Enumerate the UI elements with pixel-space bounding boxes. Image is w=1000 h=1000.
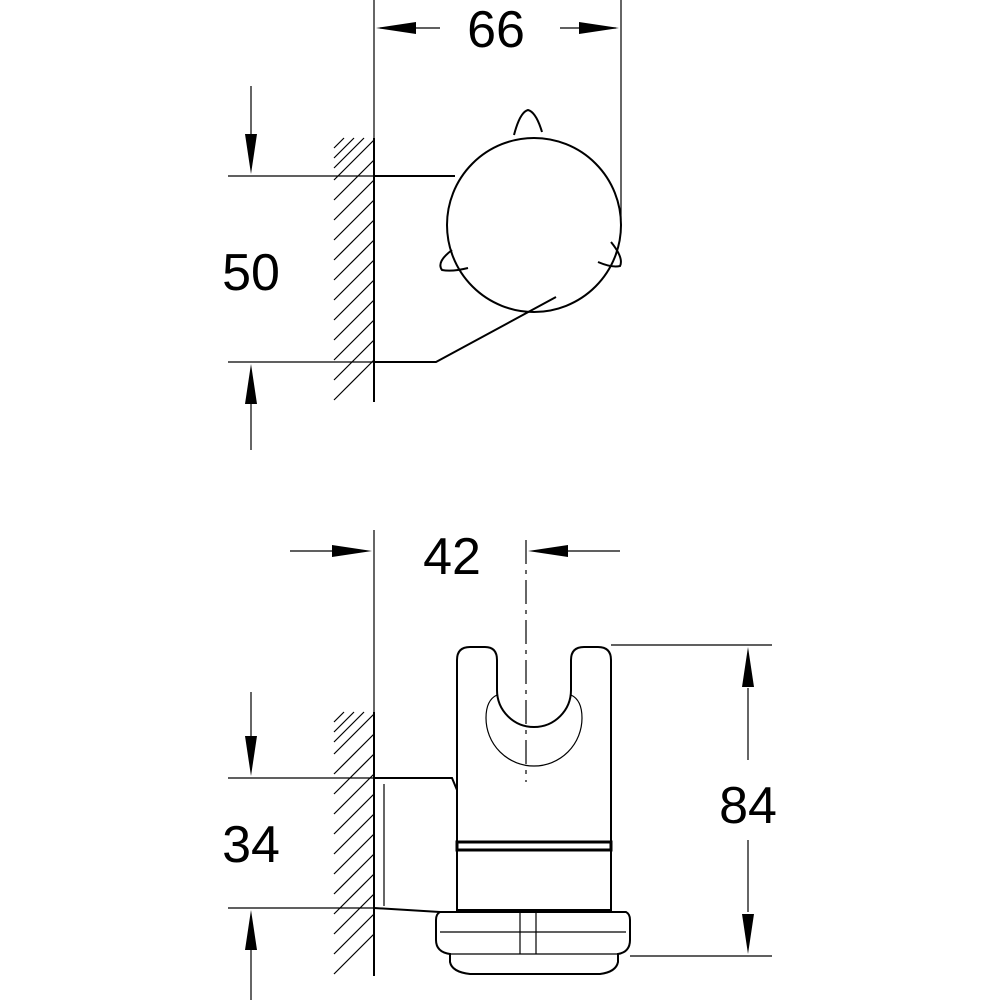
dim-42: 42 bbox=[290, 528, 620, 712]
front-band bbox=[455, 840, 613, 852]
dim-50-label: 50 bbox=[222, 244, 280, 302]
front-view: 42 34 84 bbox=[222, 528, 777, 1000]
top-head-lug-right bbox=[597, 241, 622, 268]
dim-66-label: 66 bbox=[467, 1, 525, 59]
top-view: 66 50 bbox=[222, 0, 622, 450]
dim-42-label: 42 bbox=[423, 528, 481, 586]
front-wall-hatch bbox=[333, 711, 375, 975]
top-head-lug-top bbox=[513, 108, 543, 136]
dim-84-label: 84 bbox=[719, 777, 777, 835]
front-holder-body bbox=[456, 646, 612, 846]
top-body-outline bbox=[374, 175, 557, 363]
front-mount-block bbox=[373, 777, 458, 913]
dim-34: 34 bbox=[222, 692, 374, 1000]
front-slot-inner bbox=[485, 694, 583, 767]
dim-84: 84 bbox=[611, 644, 777, 957]
top-head-circle bbox=[446, 137, 622, 313]
front-nut bbox=[435, 911, 631, 975]
top-wall-hatch bbox=[333, 137, 375, 401]
dim-66: 66 bbox=[373, 0, 622, 220]
dim-50: 50 bbox=[222, 86, 374, 450]
dim-34-label: 34 bbox=[222, 816, 280, 874]
front-lower-body bbox=[456, 850, 612, 911]
top-head-lug-left bbox=[439, 249, 469, 272]
